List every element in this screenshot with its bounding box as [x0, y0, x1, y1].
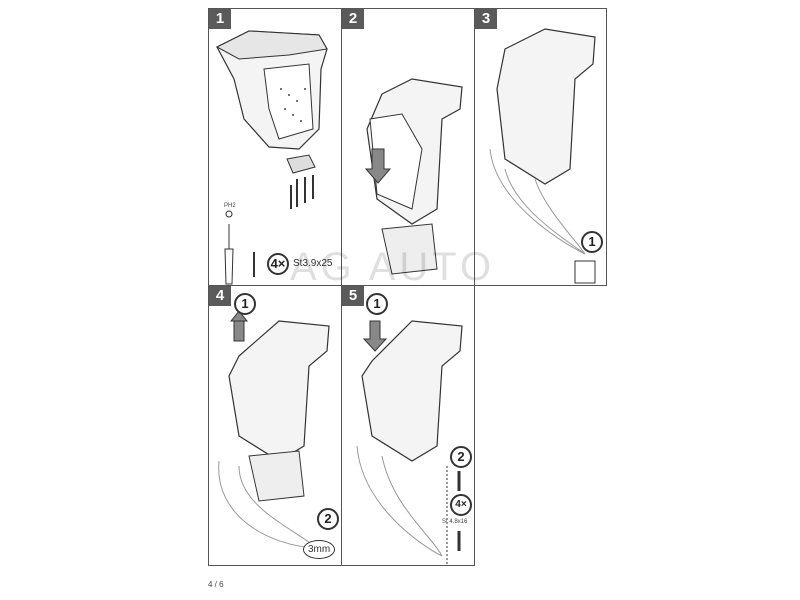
step-number: 5	[342, 286, 364, 306]
step-3-panel: 3 1	[474, 8, 607, 286]
armrest-illustration	[364, 78, 463, 275]
step-2-panel: 2	[341, 8, 475, 286]
armrest-illustration	[215, 30, 328, 285]
armrest-illustration	[489, 28, 596, 284]
armrest-illustration	[218, 310, 330, 549]
step-5-panel: 5 1 2 4× St 4.8x16	[341, 285, 475, 566]
step-number: 4	[209, 286, 231, 306]
screw-spec: St 4.8x16	[442, 519, 468, 525]
screw-count: 4×	[267, 253, 289, 275]
screw-count: 4×	[450, 494, 472, 516]
sub-step-number: 2	[450, 446, 472, 468]
step-1-panel: 1 PH2 4× St3.9x25	[208, 8, 342, 286]
tool-label: PH2	[224, 203, 236, 209]
step-4-panel: 4 1 2 3mm	[208, 285, 342, 566]
step-number: 2	[342, 9, 364, 29]
step-number: 1	[209, 9, 231, 29]
armrest-illustration	[356, 320, 463, 566]
down-arrow-icon	[362, 320, 388, 352]
sub-step-number: 1	[581, 231, 603, 253]
sub-step-number: 2	[317, 508, 339, 530]
step-number: 3	[475, 9, 497, 29]
page-number: 4 / 6	[208, 580, 224, 589]
sub-step-number: 1	[366, 293, 388, 315]
up-arrow-icon	[229, 310, 249, 342]
sub-step-number: 1	[234, 293, 256, 315]
screw-spec: St3.9x25	[293, 258, 333, 269]
drill-size: 3mm	[303, 540, 336, 559]
